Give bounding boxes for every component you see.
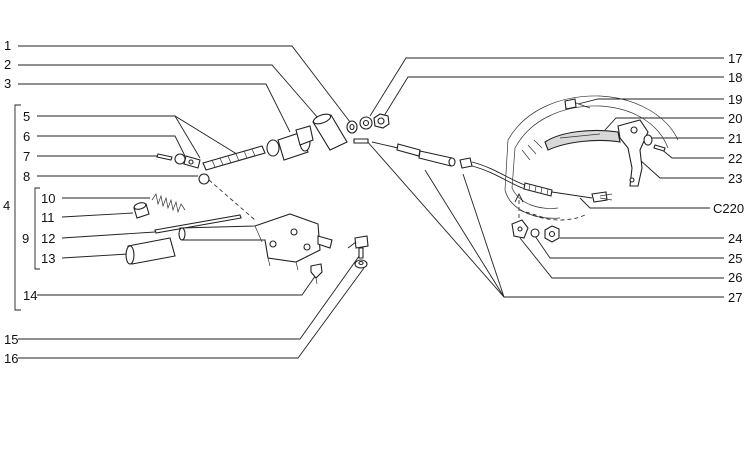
label-7: 7 [23, 149, 30, 164]
brake-backing-plate [504, 95, 679, 221]
label-22: 22 [728, 151, 742, 166]
pin-part-22 [653, 144, 666, 152]
label-21: 21 [728, 131, 742, 146]
cable-end-fitting [353, 138, 369, 144]
label-9: 9 [22, 231, 29, 246]
brake-lever-part-23 [617, 119, 649, 187]
label-13: 13 [41, 251, 55, 266]
pin-part-7 [156, 153, 173, 161]
label-5: 5 [23, 109, 30, 124]
label-10: 10 [41, 191, 55, 206]
left-parts [125, 113, 369, 285]
label-23: 23 [728, 171, 742, 186]
washer-part-25 [530, 228, 540, 238]
right-parts [353, 95, 679, 243]
label-17: 17 [728, 51, 742, 66]
label-c220: C220 [713, 201, 744, 216]
washer-part-1 [346, 120, 358, 134]
label-1: 1 [4, 38, 11, 53]
washer-part-21 [643, 134, 653, 146]
nut-part-24 [544, 225, 560, 243]
label-8: 8 [23, 169, 30, 184]
rear-cable [459, 157, 613, 203]
right-leader-lines [365, 57, 724, 298]
right-callouts: 17 18 19 20 21 22 23 C220 24 25 26 27 [713, 51, 744, 305]
left-callouts: 1 2 3 4 5 6 7 8 9 10 11 12 13 14 15 16 [3, 38, 55, 366]
label-18: 18 [728, 70, 742, 85]
bracket-part-26 [511, 219, 529, 239]
label-20: 20 [728, 111, 742, 126]
label-6: 6 [23, 129, 30, 144]
adjuster-barrel-part-3 [266, 125, 314, 161]
bracket-group-4 [14, 104, 21, 311]
label-2: 2 [4, 57, 11, 72]
label-12: 12 [41, 231, 55, 246]
screw-part-19 [564, 98, 591, 110]
label-27: 27 [728, 290, 742, 305]
assembly-arrow-right [514, 192, 546, 219]
label-11: 11 [41, 210, 55, 225]
label-3: 3 [4, 76, 11, 91]
handbrake-lever-part-9 [178, 213, 333, 271]
label-14: 14 [23, 288, 37, 303]
screw-part-14 [310, 263, 323, 285]
label-19: 19 [728, 92, 742, 107]
strut-part-20 [544, 129, 621, 151]
washer-part-17 [359, 116, 373, 130]
nut-part-16 [354, 259, 368, 269]
bolt-part-15 [347, 235, 369, 259]
label-24: 24 [728, 231, 742, 246]
spring-part-10 [151, 193, 186, 214]
label-4: 4 [3, 198, 10, 213]
release-rod-part-12 [154, 214, 242, 234]
handle-grip-part-13 [125, 237, 176, 265]
nut-part-18 [373, 113, 390, 129]
label-25: 25 [728, 251, 742, 266]
bracket-group-9 [34, 187, 40, 270]
clevis-part-6 [174, 153, 201, 169]
label-16: 16 [4, 351, 18, 366]
label-26: 26 [728, 270, 742, 285]
button-part-11 [133, 202, 150, 219]
sleeve-part-2 [312, 113, 348, 151]
nut-part-8 [198, 173, 210, 185]
assembly-dash-line-left [208, 179, 256, 221]
threaded-rod-part-5 [202, 145, 266, 171]
left-leader-lines [18, 45, 365, 359]
front-cable-part-27 [371, 141, 456, 167]
label-15: 15 [4, 332, 18, 347]
